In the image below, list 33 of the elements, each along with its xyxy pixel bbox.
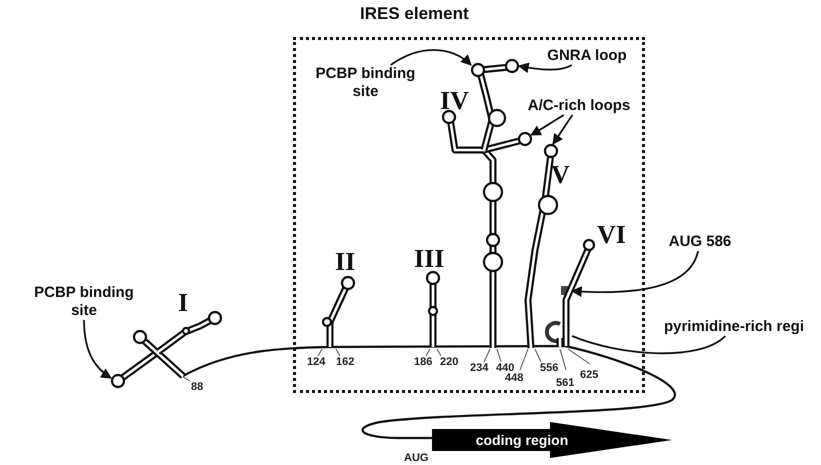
callout-text: A/C-rich loops <box>515 97 643 115</box>
nucleotide-position: 220 <box>440 356 458 368</box>
callout-text: AUG 586 <box>658 233 742 251</box>
nucleotide-position: 556 <box>540 362 558 374</box>
coding-region-arrow: coding region <box>432 422 672 458</box>
nucleotide-position: 440 <box>496 362 514 374</box>
domain-numeral: III <box>414 244 444 274</box>
callout-text: PCBP binding site <box>303 65 428 101</box>
callout-text: PCBP binding site <box>28 284 140 320</box>
leader-line <box>572 335 726 354</box>
nucleotide-position: 561 <box>556 377 574 389</box>
domain-numeral: IV <box>440 86 469 116</box>
nucleotide-position: 162 <box>336 356 354 368</box>
domain-numeral: I <box>178 288 188 318</box>
nucleotide-position: 88 <box>191 381 204 393</box>
domain-numeral: VI <box>597 220 626 250</box>
leader-arrow <box>552 114 574 145</box>
leader-arrow <box>518 62 572 74</box>
nucleotide-position: 234 <box>470 362 488 374</box>
leader-arrow <box>530 114 564 136</box>
leader-arrow <box>83 320 112 379</box>
nucleotide-position: 124 <box>307 356 326 368</box>
domain-numeral: V <box>551 160 570 190</box>
nucleotide-position: 448 <box>505 372 524 384</box>
nucleotide-position: AUG <box>404 452 428 464</box>
domain-numeral: II <box>335 247 356 277</box>
nucleotide-position: 186 <box>414 356 432 368</box>
callout-text: GNRA loop <box>536 47 638 65</box>
leader-arrow <box>570 250 699 297</box>
region-title: IRES element <box>360 5 469 23</box>
callout-text: pyrimidine-rich regi <box>648 318 820 336</box>
nucleotide-position: 625 <box>580 369 598 381</box>
leader-arrow <box>390 49 472 66</box>
